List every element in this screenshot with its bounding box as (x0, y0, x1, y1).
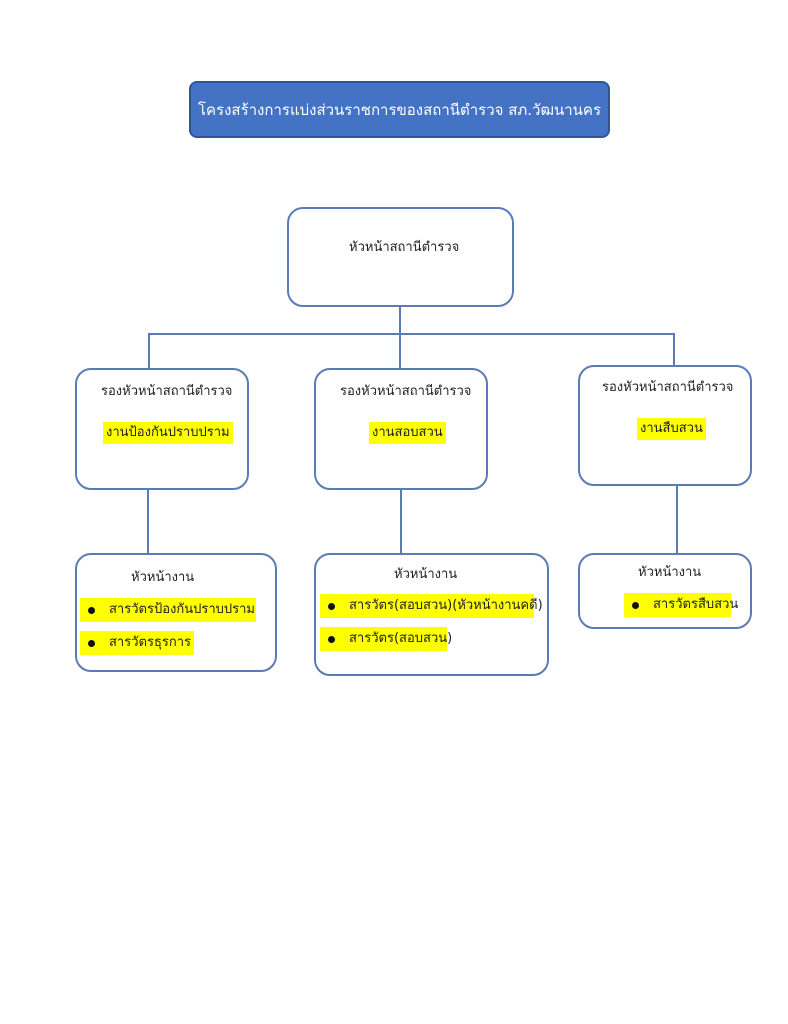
connector-middle-down (400, 489, 402, 554)
deputy-prevention-unit: งานป้องกันปราบปราม (103, 422, 233, 444)
section-inquiry-label: หัวหน้างาน (394, 567, 458, 582)
deputy-prevention-label: รองหัวหน้าสถานีตำรวจ (101, 384, 233, 399)
connector-top-vertical (399, 306, 401, 370)
list-item: สารวัตรป้องกันปราบปราม (80, 598, 256, 622)
list-item: สารวัตร(สอบสวน) (320, 627, 452, 651)
list-item-text: สารวัตร(สอบสวน) (349, 631, 453, 646)
diagram-title: โครงสร้างการแบ่งส่วนราชการของสถานีตำรวจ … (189, 81, 610, 138)
list-item-text: สารวัตร(สอบสวน)(หัวหน้างานคดี) (349, 598, 543, 613)
section-investigation-label: หัวหน้างาน (638, 565, 702, 580)
deputy-inquiry-label: รองหัวหน้าสถานีตำรวจ (340, 384, 472, 399)
connector-left-down (147, 489, 149, 554)
bullet-icon (632, 601, 639, 609)
list-item-text: สารวัตรป้องกันปราบปราม (109, 602, 255, 617)
station-chief-label: หัวหน้าสถานีตำรวจ (349, 240, 460, 255)
bullet-icon (328, 635, 335, 643)
connector-right-drop (673, 333, 675, 366)
connector-horizontal-bar (148, 333, 675, 335)
list-item-text: สารวัตรธุรการ (109, 635, 192, 650)
list-item: สารวัตร(สอบสวน)(หัวหน้างานคดี) (320, 594, 543, 618)
list-item-text: สารวัตรสืบสวน (653, 597, 739, 612)
list-item: สารวัตรสืบสวน (624, 593, 738, 617)
deputy-investigation-label: รองหัวหน้าสถานีตำรวจ (602, 380, 734, 395)
connector-left-drop (148, 333, 150, 369)
deputy-inquiry-unit: งานสอบสวน (369, 422, 446, 444)
bullet-icon (88, 606, 95, 614)
list-item: สารวัตรธุรการ (80, 631, 194, 655)
section-prevention-label: หัวหน้างาน (131, 570, 195, 585)
box-station-chief (287, 207, 514, 307)
connector-right-down (676, 486, 678, 554)
deputy-investigation-unit: งานสืบสวน (637, 418, 706, 440)
bullet-icon (328, 602, 335, 610)
bullet-icon (88, 639, 95, 647)
